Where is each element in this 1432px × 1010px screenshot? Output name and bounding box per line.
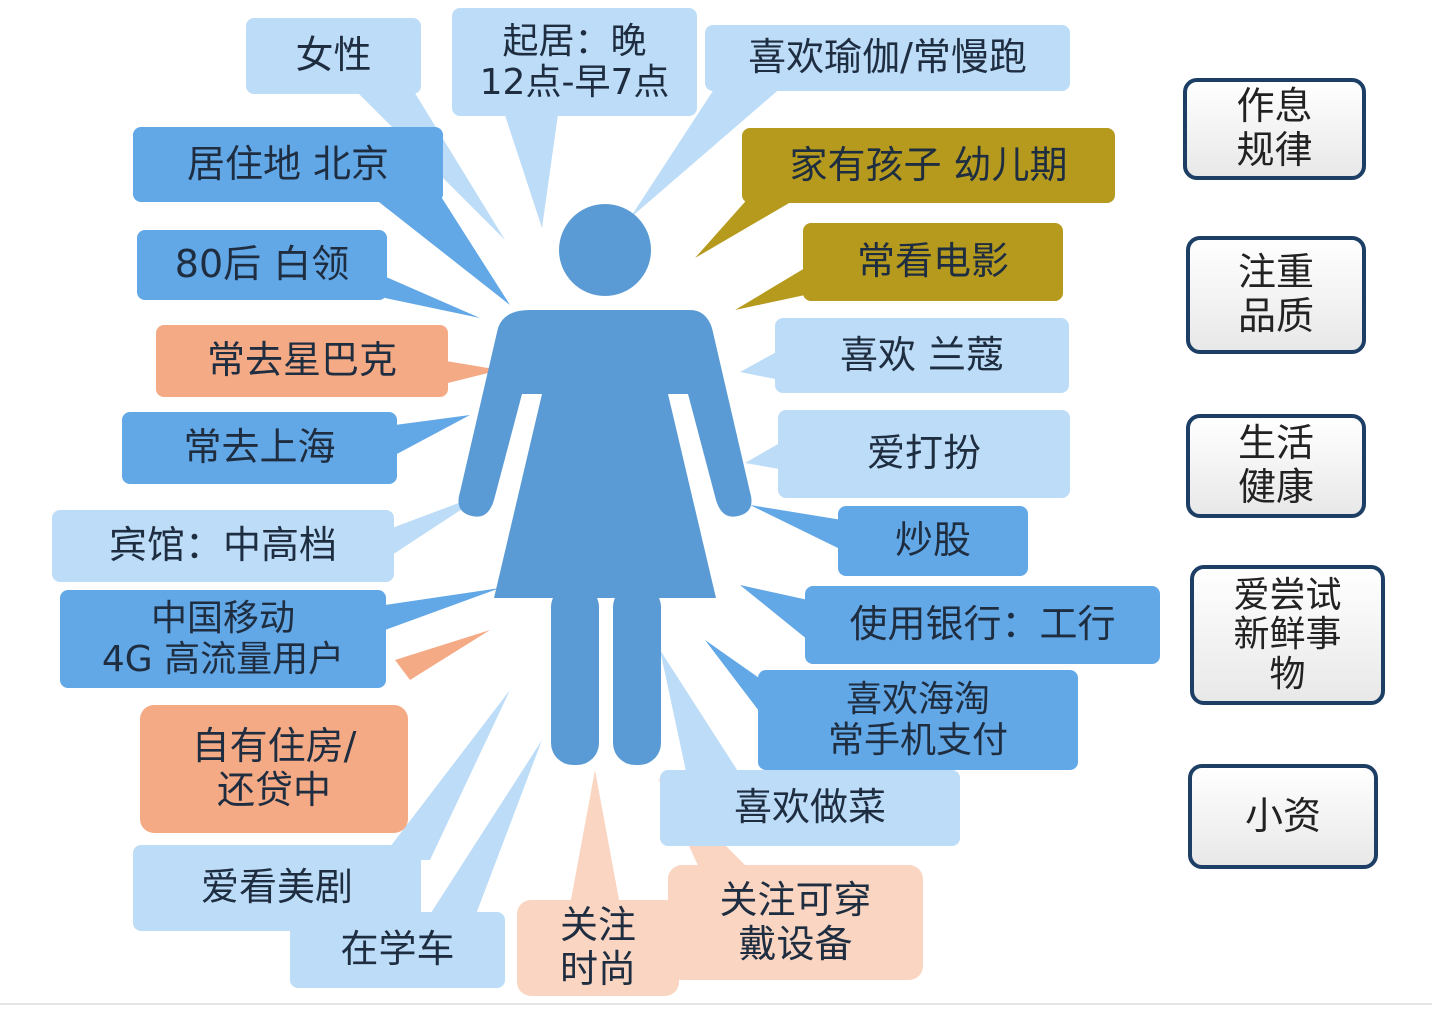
tag-female: 女性 xyxy=(246,18,421,94)
pointer-driving xyxy=(420,740,542,930)
category-health: 生活 健康 xyxy=(1186,414,1366,518)
pointer-generation xyxy=(370,270,480,318)
tag-fashion: 关注 时尚 xyxy=(517,900,679,996)
pointer-child xyxy=(695,185,820,258)
pointer-shanghai xyxy=(395,415,470,455)
tag-shanghai: 常去上海 xyxy=(122,412,397,484)
pointer-exercise xyxy=(630,80,790,218)
pointer-cooking xyxy=(660,650,750,790)
pointer-housing xyxy=(395,630,490,680)
tag-overseas-shopping: 喜欢海淘 常手机支付 xyxy=(758,670,1078,770)
tag-dress-up: 爱打扮 xyxy=(778,410,1070,498)
pointer-mobile xyxy=(385,588,500,630)
tag-stocks: 炒股 xyxy=(838,506,1028,576)
pointer-movies xyxy=(735,268,805,310)
tag-movies: 常看电影 xyxy=(803,223,1063,301)
pointer-us-drama xyxy=(380,690,510,860)
category-novelty: 爱尝试 新鲜事 物 xyxy=(1190,565,1385,705)
category-petty-bourgeois: 小资 xyxy=(1188,764,1378,869)
pointer-bank xyxy=(740,585,808,640)
tag-driving: 在学车 xyxy=(290,912,505,988)
tag-cooking: 喜欢做菜 xyxy=(660,770,960,846)
tag-generation: 80后 白领 xyxy=(137,230,387,300)
tag-mobile-user: 中国移动 4G 高流量用户 xyxy=(60,590,386,688)
pointer-fashion xyxy=(570,770,620,905)
tag-exercise: 喜欢瑜伽/常慢跑 xyxy=(705,25,1070,91)
tag-housing: 自有住房/ 还贷中 xyxy=(140,705,408,833)
pointer-lancome xyxy=(740,350,780,380)
pointer-dress-up xyxy=(745,440,785,470)
tag-bank: 使用银行：工行 xyxy=(805,586,1160,664)
pointer-sleep xyxy=(500,100,560,228)
category-routine: 作息 规律 xyxy=(1183,78,1366,180)
pointer-residence xyxy=(370,195,510,305)
pointer-taobao xyxy=(705,640,762,715)
category-quality: 注重 品质 xyxy=(1186,236,1366,354)
tag-child: 家有孩子 幼儿期 xyxy=(742,128,1115,203)
tag-starbucks: 常去星巴克 xyxy=(156,325,448,397)
tag-wearables: 关注可穿 戴设备 xyxy=(668,865,923,980)
woman-figure-icon xyxy=(458,204,752,765)
tag-sleep-schedule: 起居：晚 12点-早7点 xyxy=(452,8,697,116)
pointer-stocks xyxy=(750,505,842,550)
tag-hotel: 宾馆：中高档 xyxy=(52,510,394,582)
bottom-divider xyxy=(0,1003,1432,1005)
pointer-starbucks xyxy=(440,360,500,385)
tag-lancome: 喜欢 兰蔻 xyxy=(775,318,1069,393)
tag-residence: 居住地 北京 xyxy=(133,127,443,202)
